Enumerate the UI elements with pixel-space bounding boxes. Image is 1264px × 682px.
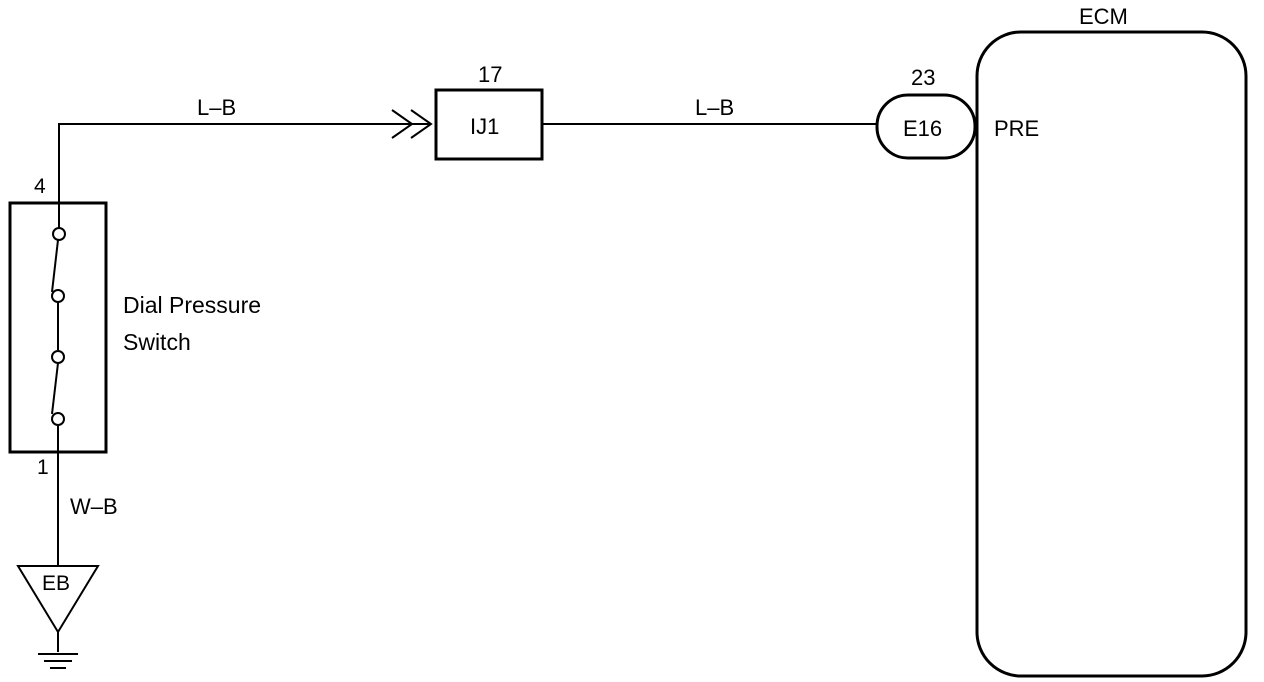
switch-contact-arm-2 <box>51 362 59 415</box>
connector-chevron-2 <box>410 109 433 139</box>
ground-symbol-icon <box>38 653 78 669</box>
switch-terminal-2 <box>51 289 65 303</box>
wire-switch-to-junction <box>58 123 430 232</box>
switch-name-line2: Switch <box>123 329 191 355</box>
ecm-connector-label: E16 <box>903 116 942 141</box>
ecm-terminal-label: PRE <box>994 116 1039 141</box>
wire-label-switch-to-junction: L–B <box>197 95 236 120</box>
ecm-connector-pin-label: 23 <box>911 65 935 90</box>
switch-contact-arm-1 <box>51 239 59 293</box>
connector-chevron-1 <box>391 109 414 139</box>
switch-terminal-3 <box>51 350 65 364</box>
wire-label-junction-to-ecm: L–B <box>695 95 734 120</box>
junction-pin-label: 17 <box>478 62 502 87</box>
ecm-title: ECM <box>1079 4 1128 29</box>
junction-label: IJ1 <box>470 114 499 139</box>
switch-pin-top-label: 4 <box>34 175 46 198</box>
ecm-unit <box>975 30 1248 678</box>
switch-pin-bottom-label: 1 <box>37 456 49 479</box>
ground-label: EB <box>42 572 70 595</box>
switch-terminal-4 <box>51 412 65 426</box>
wire-label-switch-to-ground: W–B <box>70 494 118 519</box>
ecm-connector-e16 <box>875 93 977 160</box>
switch-name-line1: Dial Pressure <box>123 292 261 318</box>
ground-triangle <box>16 565 100 634</box>
switch-terminal-1 <box>52 227 66 241</box>
